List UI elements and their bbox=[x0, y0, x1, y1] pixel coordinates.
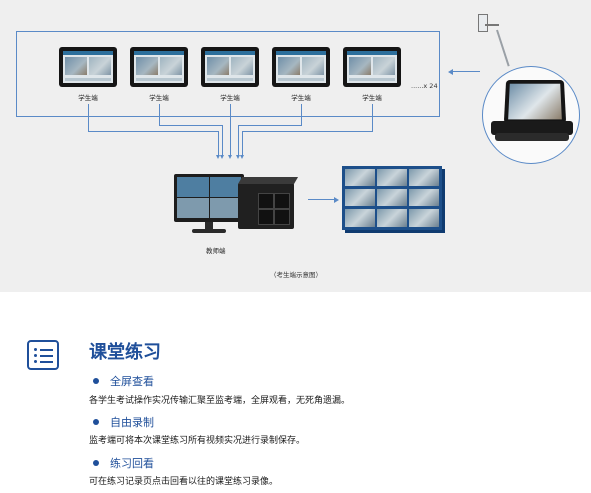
connector-line bbox=[159, 104, 161, 126]
arrowhead bbox=[228, 155, 232, 159]
diagram-caption: （考生端示意图） bbox=[270, 271, 322, 279]
feature-title: 练习回看 bbox=[110, 457, 154, 470]
student-device-detail bbox=[482, 66, 580, 164]
multiplier-label: ......x 24 bbox=[411, 82, 438, 90]
list-icon bbox=[27, 340, 59, 370]
feature-description: 监考端可将本次课堂练习所有视频实况进行录制保存。 bbox=[89, 436, 306, 446]
monitor-base bbox=[192, 229, 226, 233]
monitor-stand bbox=[205, 222, 213, 230]
student-tablet bbox=[272, 47, 330, 87]
connector-line bbox=[242, 131, 244, 156]
connector-line bbox=[238, 125, 240, 156]
student-label: 学生端 bbox=[149, 94, 169, 102]
bullet-dot bbox=[93, 378, 99, 384]
bullet-dot bbox=[93, 419, 99, 425]
arrowhead bbox=[216, 155, 220, 159]
student-tablet bbox=[130, 47, 188, 87]
connector-line bbox=[218, 131, 220, 156]
connector-line bbox=[222, 125, 224, 156]
student-label: 学生端 bbox=[291, 94, 311, 102]
video-wall bbox=[342, 166, 442, 230]
student-label: 学生端 bbox=[78, 94, 98, 102]
connector-line bbox=[88, 131, 218, 133]
student-terminals-frame bbox=[16, 31, 440, 117]
arrowhead bbox=[236, 155, 240, 159]
teacher-label: 教师端 bbox=[206, 247, 226, 255]
arrowhead bbox=[448, 68, 453, 75]
connector-line bbox=[159, 125, 222, 127]
connector-line bbox=[372, 104, 374, 132]
arrowhead bbox=[334, 196, 339, 203]
feature-title: 自由录制 bbox=[110, 416, 154, 429]
student-label: 学生端 bbox=[362, 94, 382, 102]
document-camera bbox=[478, 14, 488, 32]
student-tablet bbox=[343, 47, 401, 87]
recorder-box bbox=[238, 177, 299, 229]
teacher-monitor bbox=[174, 174, 244, 222]
student-label: 学生端 bbox=[220, 94, 240, 102]
system-diagram: 学生端 学生端 学生端 学生端 学生端 ......x 24 教师端 bbox=[0, 0, 591, 292]
arrowhead bbox=[220, 155, 224, 159]
feature-description: 各学生考试操作实况传输汇聚至监考端，全屏观看，无死角遗漏。 bbox=[89, 396, 351, 406]
connector-line bbox=[301, 104, 303, 126]
connector-line bbox=[88, 104, 90, 132]
connector-line bbox=[230, 104, 232, 156]
connector-line bbox=[308, 199, 336, 201]
student-tablet bbox=[59, 47, 117, 87]
camera-arm bbox=[485, 24, 499, 26]
camera-pole bbox=[496, 29, 510, 67]
feature-title: 全屏查看 bbox=[110, 375, 154, 388]
connector-line bbox=[242, 131, 373, 133]
feature-description: 可在练习记录页点击回看以往的课堂练习录像。 bbox=[89, 477, 279, 487]
connector-line bbox=[452, 71, 480, 73]
student-tablet bbox=[201, 47, 259, 87]
bullet-dot bbox=[93, 460, 99, 466]
section-title: 课堂练习 bbox=[89, 342, 161, 363]
connector-line bbox=[238, 125, 302, 127]
arrowhead bbox=[240, 155, 244, 159]
